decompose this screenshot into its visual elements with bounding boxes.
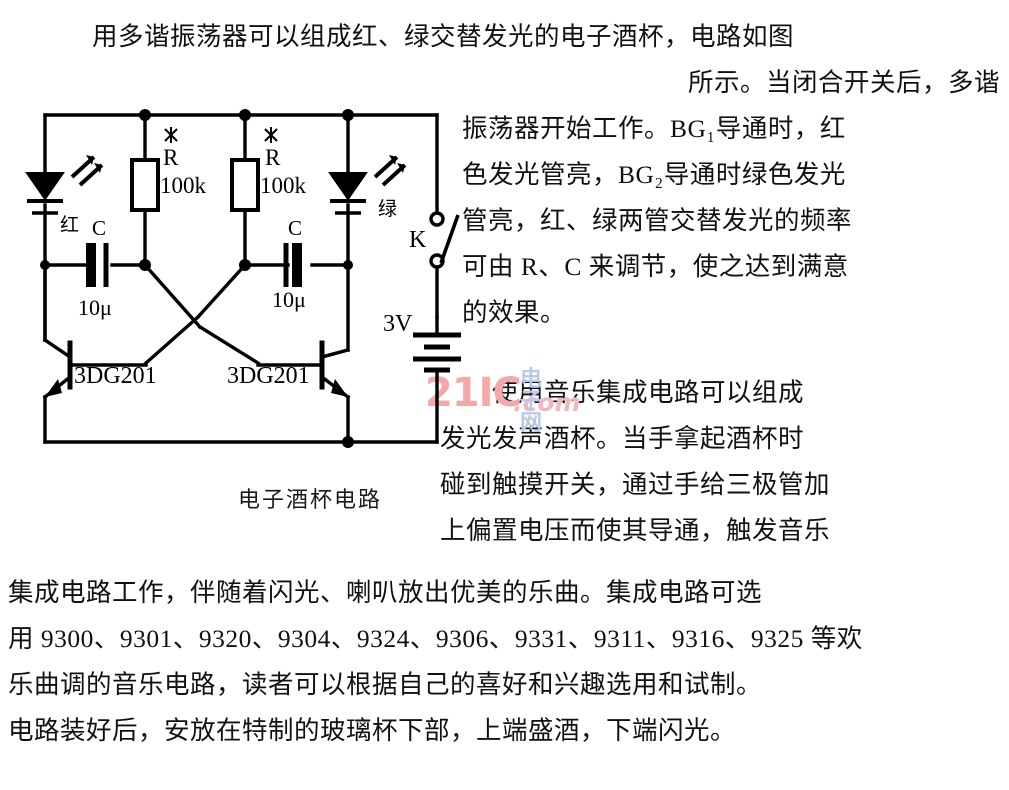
figure-caption: 电子酒杯电路 [237,487,382,512]
led-green-symbol [328,155,407,215]
capacitor-left-symbol [86,243,109,287]
bottom-line: 乐曲调的音乐电路，读者可以根据自己的喜好和兴趣选用和试制。 [8,670,763,699]
wire-cross-b2 [143,314,201,366]
intro-paragraph-line-2: 所示。当闭合开关后，多谐 [687,68,1000,97]
resistor-left-name: R [163,145,179,170]
resistor-left-value: 100k [160,173,207,198]
transistor-right-label: 3DG201 [227,363,310,389]
resistor-right-body [230,158,260,212]
switch-symbol [429,211,460,269]
right-col-line: 色发光管亮，BG₂导通时绿色发光 [462,160,846,189]
right-col-line: 可由 R、C 来调节，使之达到满意 [462,252,849,281]
right-column-paragraph: 振荡器开始工作。BG₁导通时，红 色发光管亮，BG₂导通时绿色发光 管亮，红、绿… [462,106,1002,336]
right-col-line: 的效果。 [462,298,567,327]
right-col-line: 管亮，红、绿两管交替发光的频率 [462,206,853,235]
wire-q2-collector [319,347,351,360]
resistor-right-value: 100k [260,173,307,198]
right-col2-line: 使用音乐集成电路可以组成 [440,378,805,407]
right-col2-line: 发光发声酒杯。当手拿起酒杯时 [440,424,805,453]
wire-cross-a1 [142,262,203,330]
resistor-right-name: R [265,145,281,170]
bottom-line: 电路装好后，安放在特制的玻璃杯下部，上端盛酒，下端闪光。 [8,716,737,745]
bottom-line: 用 9300、9301、9320、9304、9324、9306、9331、931… [8,624,863,653]
capacitor-right-name: C [288,216,302,240]
bottom-line: 集成电路工作，伴随着闪光、喇叭放出优美的乐曲。集成电路可选 [8,578,763,607]
transistor-left-label: 3DG201 [74,363,157,389]
wire-cross-b1 [195,262,248,320]
right-column-paragraph-2: 使用音乐集成电路可以组成 发光发声酒杯。当手拿起酒杯时 碰到触摸开关，通过手给三… [440,370,1002,554]
wire-q1-collector [42,337,73,360]
resistor-right-adjust-marker [264,127,278,143]
battery-symbol [413,332,461,373]
transistor-right-emitter-arrow [331,379,348,397]
circuit-schematic-figure: 红 绿 R 100k R [25,109,461,448]
capacitor-right-value: 10μ [272,287,306,312]
capacitor-left-name: C [92,216,106,240]
resistor-left-adjust-marker [164,127,178,143]
wire-cross-a2 [197,324,261,366]
right-col2-line: 上偏置电压而使其导通，触发音乐 [440,516,831,545]
right-col2-line: 碰到触摸开关，通过手给三极管加 [440,470,831,499]
switch-label: K [409,227,427,253]
led-red-symbol [25,155,104,215]
intro-paragraph-line-1: 用多谐振荡器可以组成红、绿交替发光的电子酒杯，电路如图 [92,22,795,51]
capacitor-right-symbol [283,243,302,287]
led-red-label: 红 [60,214,79,236]
bottom-paragraph: 集成电路工作，伴随着闪光、喇叭放出优美的乐曲。集成电路可选 用 9300、930… [8,570,1004,754]
transistor-left-emitter-arrow [45,379,62,397]
resistor-left-body [130,158,160,212]
junction-dots [40,109,354,448]
led-green-label: 绿 [378,198,397,220]
right-col-line: 振荡器开始工作。BG₁导通时，红 [462,114,846,143]
capacitor-left-value: 10μ [78,295,112,320]
battery-label: 3V [383,311,413,337]
